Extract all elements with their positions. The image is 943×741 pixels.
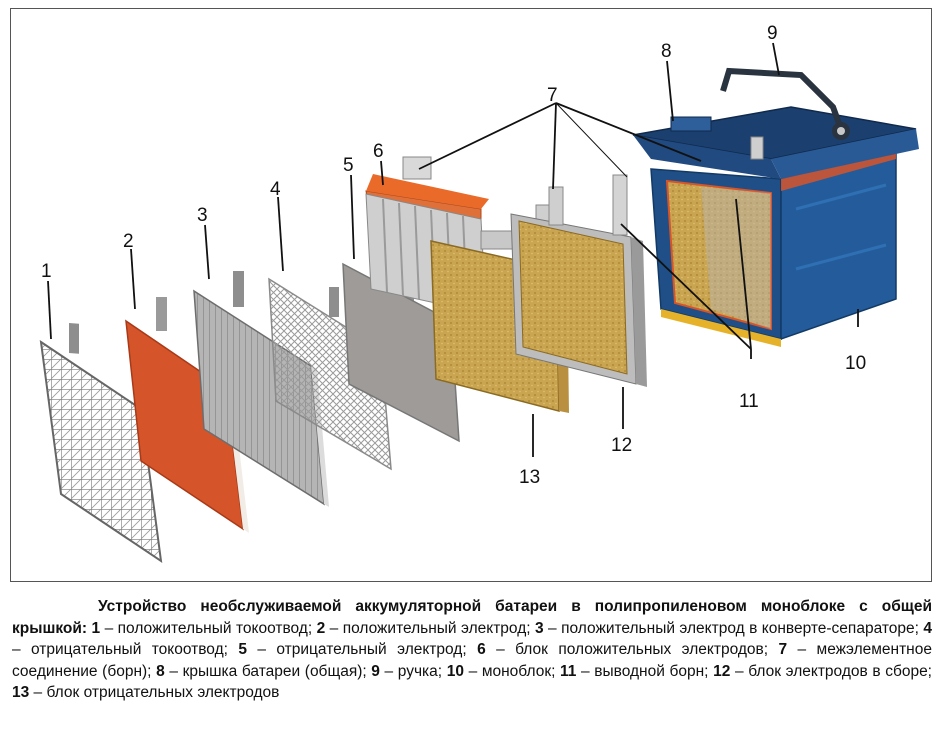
battery-monoblock [650, 148, 897, 347]
battery-lid [632, 106, 919, 179]
label-1: 1 [41, 261, 52, 282]
diagram-canvas: 1 2 3 4 5 6 7 8 9 10 11 12 13 [39, 23, 919, 564]
label-8: 8 [661, 41, 672, 62]
figure-caption: Устройство необслуживаемой аккумуляторно… [12, 596, 932, 704]
electrode-block-assembly [510, 174, 647, 387]
label-5: 5 [343, 155, 354, 176]
caption-items: 1 – положительный токоотвод; 2 – положит… [12, 619, 932, 702]
caption-title: Устройство необслуживаемой аккумуляторно… [12, 598, 932, 637]
label-13: 13 [519, 467, 540, 488]
label-6: 6 [373, 141, 384, 162]
leader-lines [47, 42, 859, 457]
label-4: 4 [270, 179, 281, 200]
label-2: 2 [123, 231, 134, 252]
label-3: 3 [197, 205, 208, 226]
label-7: 7 [547, 85, 558, 106]
label-11: 11 [739, 391, 759, 412]
battery-handle [720, 67, 850, 140]
positive-current-collector [39, 323, 163, 564]
label-10: 10 [845, 353, 866, 374]
label-12: 12 [611, 435, 632, 456]
label-9: 9 [767, 23, 778, 44]
negative-current-collector [268, 277, 392, 471]
battery-diagram: 1 2 3 4 5 6 7 8 9 10 11 12 13 [10, 8, 932, 582]
